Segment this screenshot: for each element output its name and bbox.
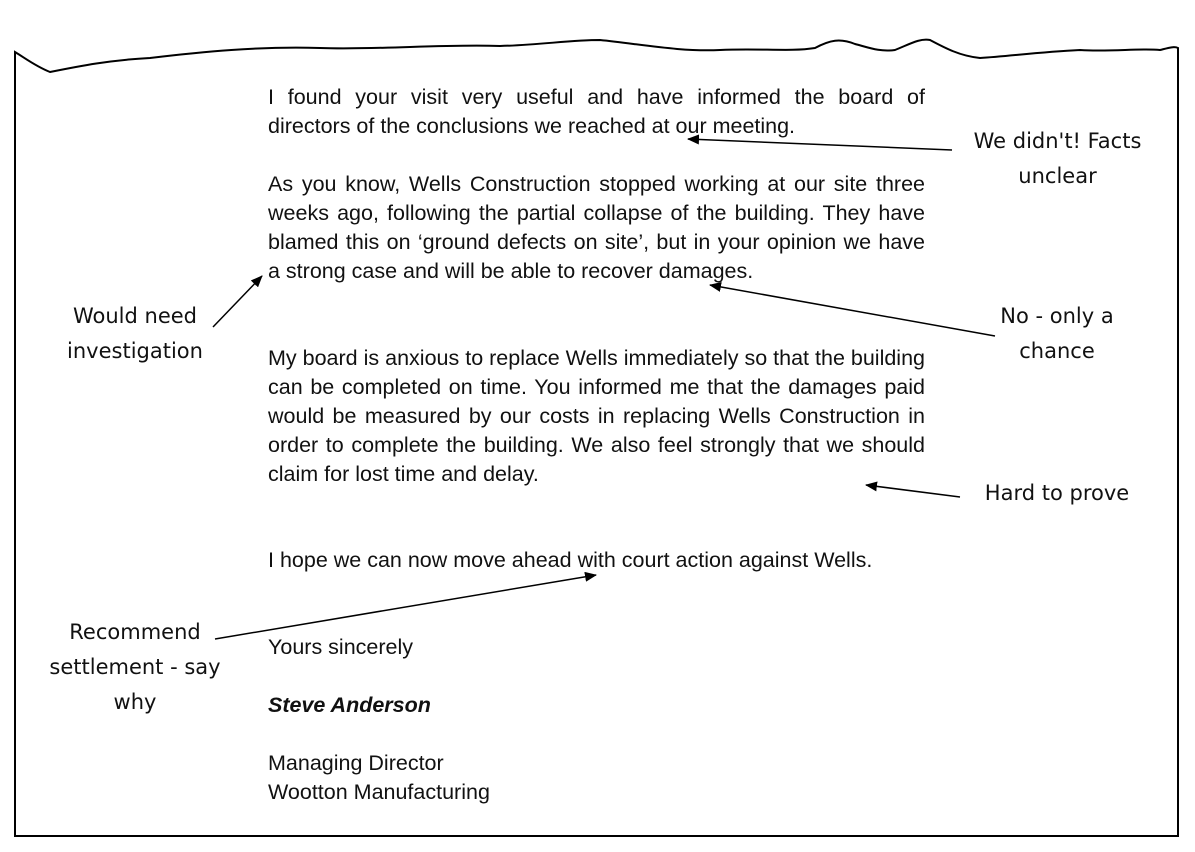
letter-paragraph-3: My board is anxious to replace Wells imm… [268, 346, 925, 486]
annotation-line: chance [1019, 339, 1095, 363]
annotation-line: Hard to prove [984, 481, 1130, 505]
annotation-line: No - only a [1000, 304, 1114, 328]
sender-title: Managing Director [268, 751, 444, 775]
annotation-line: Recommend [69, 620, 201, 644]
annotation-recommend-settlement: Recommend settlement - say why [25, 615, 245, 720]
annotation-line: why [113, 690, 157, 714]
annotation-need-investigation: Would need investigation [50, 299, 220, 369]
annotation-facts-unclear: We didn't! Facts unclear [950, 124, 1165, 194]
annotation-line: investigation [67, 339, 203, 363]
annotation-hard-to-prove: Hard to prove [967, 476, 1147, 511]
annotation-line: unclear [1018, 164, 1097, 188]
letter-closing: Yours sincerely [268, 635, 413, 659]
annotation-line: settlement - say [49, 655, 221, 679]
letter-signature: Steve Anderson [268, 693, 431, 717]
letter-paragraph-2: As you know, Wells Construction stopped … [268, 172, 925, 283]
letter-paragraph-4: I hope we can now move ahead with court … [268, 548, 873, 572]
letter-paragraph-1: I found your visit very useful and have … [268, 85, 925, 138]
annotation-line: We didn't! Facts [973, 129, 1142, 153]
sender-company: Wootton Manufacturing [268, 780, 490, 804]
annotation-line: Would need [72, 304, 197, 328]
annotation-only-a-chance: No - only a chance [977, 299, 1137, 369]
